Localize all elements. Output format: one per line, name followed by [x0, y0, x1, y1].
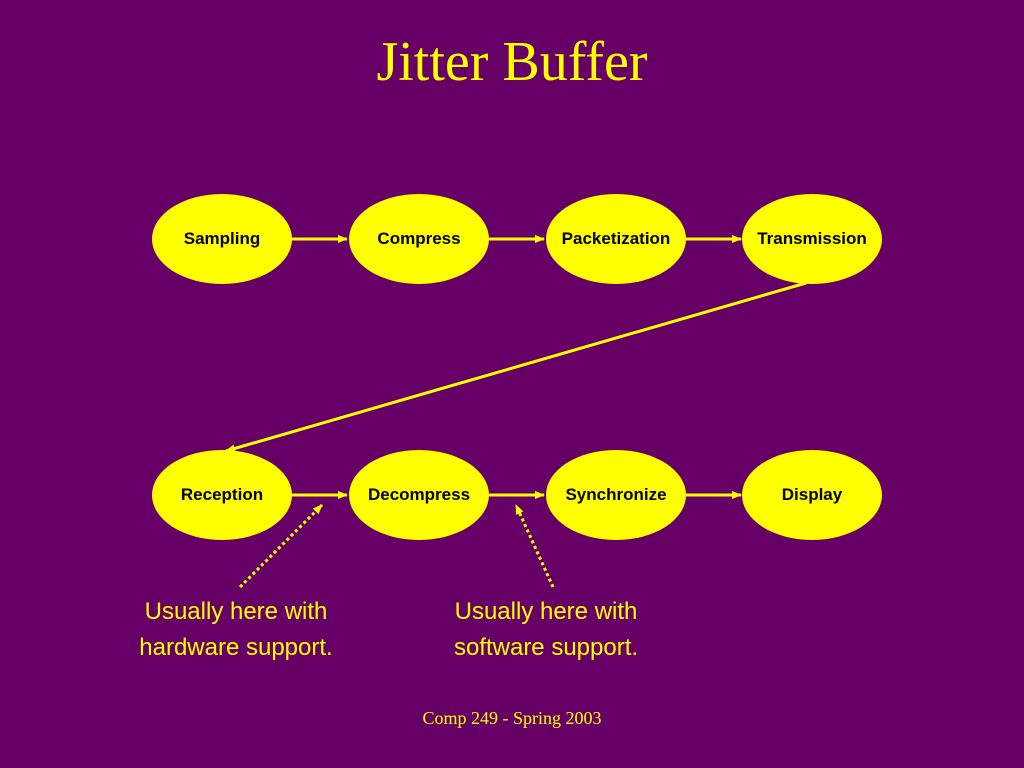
node-display: Display — [742, 450, 882, 540]
arrow-transmission-to-reception — [225, 281, 807, 453]
node-synchronize: Synchronize — [546, 450, 686, 540]
note-hardware-support: Usually here with hardware support. — [106, 594, 366, 666]
node-sampling: Sampling — [152, 194, 292, 284]
note-software-line2: software support. — [453, 634, 639, 661]
dotted-arrow-hardware — [238, 503, 324, 589]
node-compress: Compress — [349, 194, 489, 284]
note-software-support: Usually here with software support. — [416, 594, 676, 666]
note-hardware-line2: hardware support. — [139, 634, 333, 661]
dotted-arrow-software — [514, 504, 555, 588]
node-transmission: Transmission — [742, 194, 882, 284]
slide-title: Jitter Buffer — [376, 31, 648, 93]
slide-footer: Comp 249 - Spring 2003 — [422, 708, 602, 728]
node-reception: Reception — [152, 450, 292, 540]
note-hardware-line1: Usually here with — [144, 598, 328, 625]
note-software-line1: Usually here with — [454, 598, 638, 625]
node-decompress: Decompress — [349, 450, 489, 540]
node-packetization: Packetization — [546, 194, 686, 284]
